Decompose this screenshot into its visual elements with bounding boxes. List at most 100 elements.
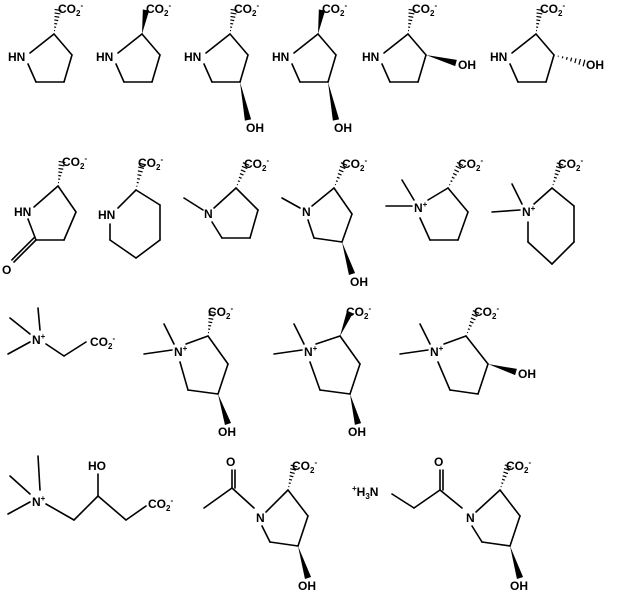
hashed-bond bbox=[335, 180, 338, 183]
hashed-bond bbox=[137, 174, 142, 177]
bond bbox=[391, 493, 415, 509]
hashed-bond bbox=[337, 172, 342, 176]
carboxylate-label: CO2- bbox=[292, 458, 317, 475]
hashed-bond bbox=[501, 482, 504, 485]
wedge-bond bbox=[240, 82, 252, 121]
hashed-bond bbox=[208, 321, 213, 324]
bond bbox=[475, 489, 501, 513]
bond bbox=[511, 183, 523, 205]
wedge-bond bbox=[318, 9, 326, 35]
oxygen-label: O bbox=[434, 455, 443, 469]
bond bbox=[315, 335, 341, 345]
bond bbox=[437, 361, 451, 391]
carboxylate-label: CO2- bbox=[62, 154, 87, 171]
bond bbox=[27, 63, 37, 83]
bond bbox=[273, 349, 303, 355]
bond bbox=[63, 54, 73, 83]
hydroxyl-label: HO bbox=[88, 459, 106, 473]
carboxylate-label: CO2- bbox=[208, 304, 233, 321]
bond bbox=[313, 237, 343, 243]
bond bbox=[261, 525, 271, 543]
bond bbox=[471, 525, 483, 543]
hydroxyl-label: OH bbox=[586, 58, 604, 72]
hashed-bond bbox=[574, 58, 577, 64]
wedge-bond bbox=[298, 546, 312, 579]
hashed-bond bbox=[553, 176, 558, 179]
bond bbox=[293, 323, 305, 345]
hashed-bond bbox=[408, 8, 416, 12]
carboxylate-label: CO2- bbox=[146, 1, 171, 18]
hashed-bond bbox=[502, 475, 507, 478]
n-plus-label: N+ bbox=[304, 344, 318, 359]
n-h-label: HN bbox=[490, 50, 507, 64]
hashed-bond bbox=[208, 317, 214, 320]
nitrogen-label: N bbox=[302, 205, 311, 219]
bond bbox=[125, 505, 147, 521]
hashed-bond bbox=[554, 173, 559, 176]
n-plus-label: N+ bbox=[522, 204, 536, 219]
hashed-bond bbox=[289, 471, 295, 475]
bond bbox=[29, 33, 55, 54]
hashed-bond bbox=[408, 12, 415, 15]
hashed-bond bbox=[536, 12, 543, 15]
hashed-bond bbox=[237, 180, 240, 183]
wedge-bond bbox=[142, 9, 150, 35]
hashed-bond bbox=[340, 162, 348, 166]
bond bbox=[491, 209, 521, 213]
hashed-bond bbox=[501, 478, 506, 481]
hydroxyl-label: OH bbox=[458, 58, 476, 72]
nitrogen-label: N bbox=[204, 207, 213, 221]
hashed-bond bbox=[137, 177, 141, 180]
bond bbox=[213, 187, 237, 209]
bond bbox=[465, 335, 489, 365]
bond bbox=[179, 361, 189, 391]
hydroxyl-label: OH bbox=[350, 275, 368, 289]
hashed-bond bbox=[230, 8, 238, 12]
bond bbox=[533, 187, 553, 205]
n-plus-label: N+ bbox=[430, 344, 444, 359]
bond bbox=[551, 241, 575, 265]
bond bbox=[551, 187, 575, 207]
bond bbox=[207, 335, 229, 365]
bond bbox=[63, 341, 87, 357]
n-h-label: HN bbox=[8, 50, 25, 64]
hashed-bond bbox=[338, 169, 344, 173]
bond bbox=[339, 335, 361, 365]
hydroxyl-label: OH bbox=[334, 121, 352, 135]
bond bbox=[217, 363, 229, 395]
bond bbox=[509, 63, 519, 83]
bond bbox=[13, 239, 37, 263]
bond bbox=[203, 487, 233, 509]
hashed-bond bbox=[536, 19, 541, 22]
bond bbox=[419, 323, 431, 345]
bond bbox=[117, 189, 137, 209]
trans-4-hydroxyproline-betaine: N+CO2-OH bbox=[143, 304, 236, 439]
wedge-bond bbox=[218, 394, 232, 426]
bond bbox=[481, 541, 511, 547]
bond bbox=[135, 239, 161, 259]
hashed-bond bbox=[553, 180, 556, 183]
bond bbox=[57, 185, 77, 213]
bond bbox=[509, 515, 521, 547]
carboxylate-label: CO2- bbox=[322, 1, 347, 18]
bond bbox=[45, 503, 75, 521]
double-bond bbox=[11, 237, 35, 261]
hashed-bond bbox=[451, 176, 455, 179]
bond bbox=[407, 33, 427, 56]
hydroxyl-label: OH bbox=[298, 579, 316, 593]
hashed-bond bbox=[468, 324, 472, 327]
wedge-bond bbox=[340, 310, 353, 336]
n-h-label: HN bbox=[96, 50, 113, 64]
hashed-bond bbox=[208, 314, 215, 317]
hashed-bond bbox=[570, 57, 573, 62]
hashed-bond bbox=[230, 12, 237, 15]
n-h-label: HN bbox=[98, 208, 115, 222]
bond bbox=[417, 54, 427, 83]
bond bbox=[151, 54, 161, 83]
bond bbox=[73, 495, 99, 521]
